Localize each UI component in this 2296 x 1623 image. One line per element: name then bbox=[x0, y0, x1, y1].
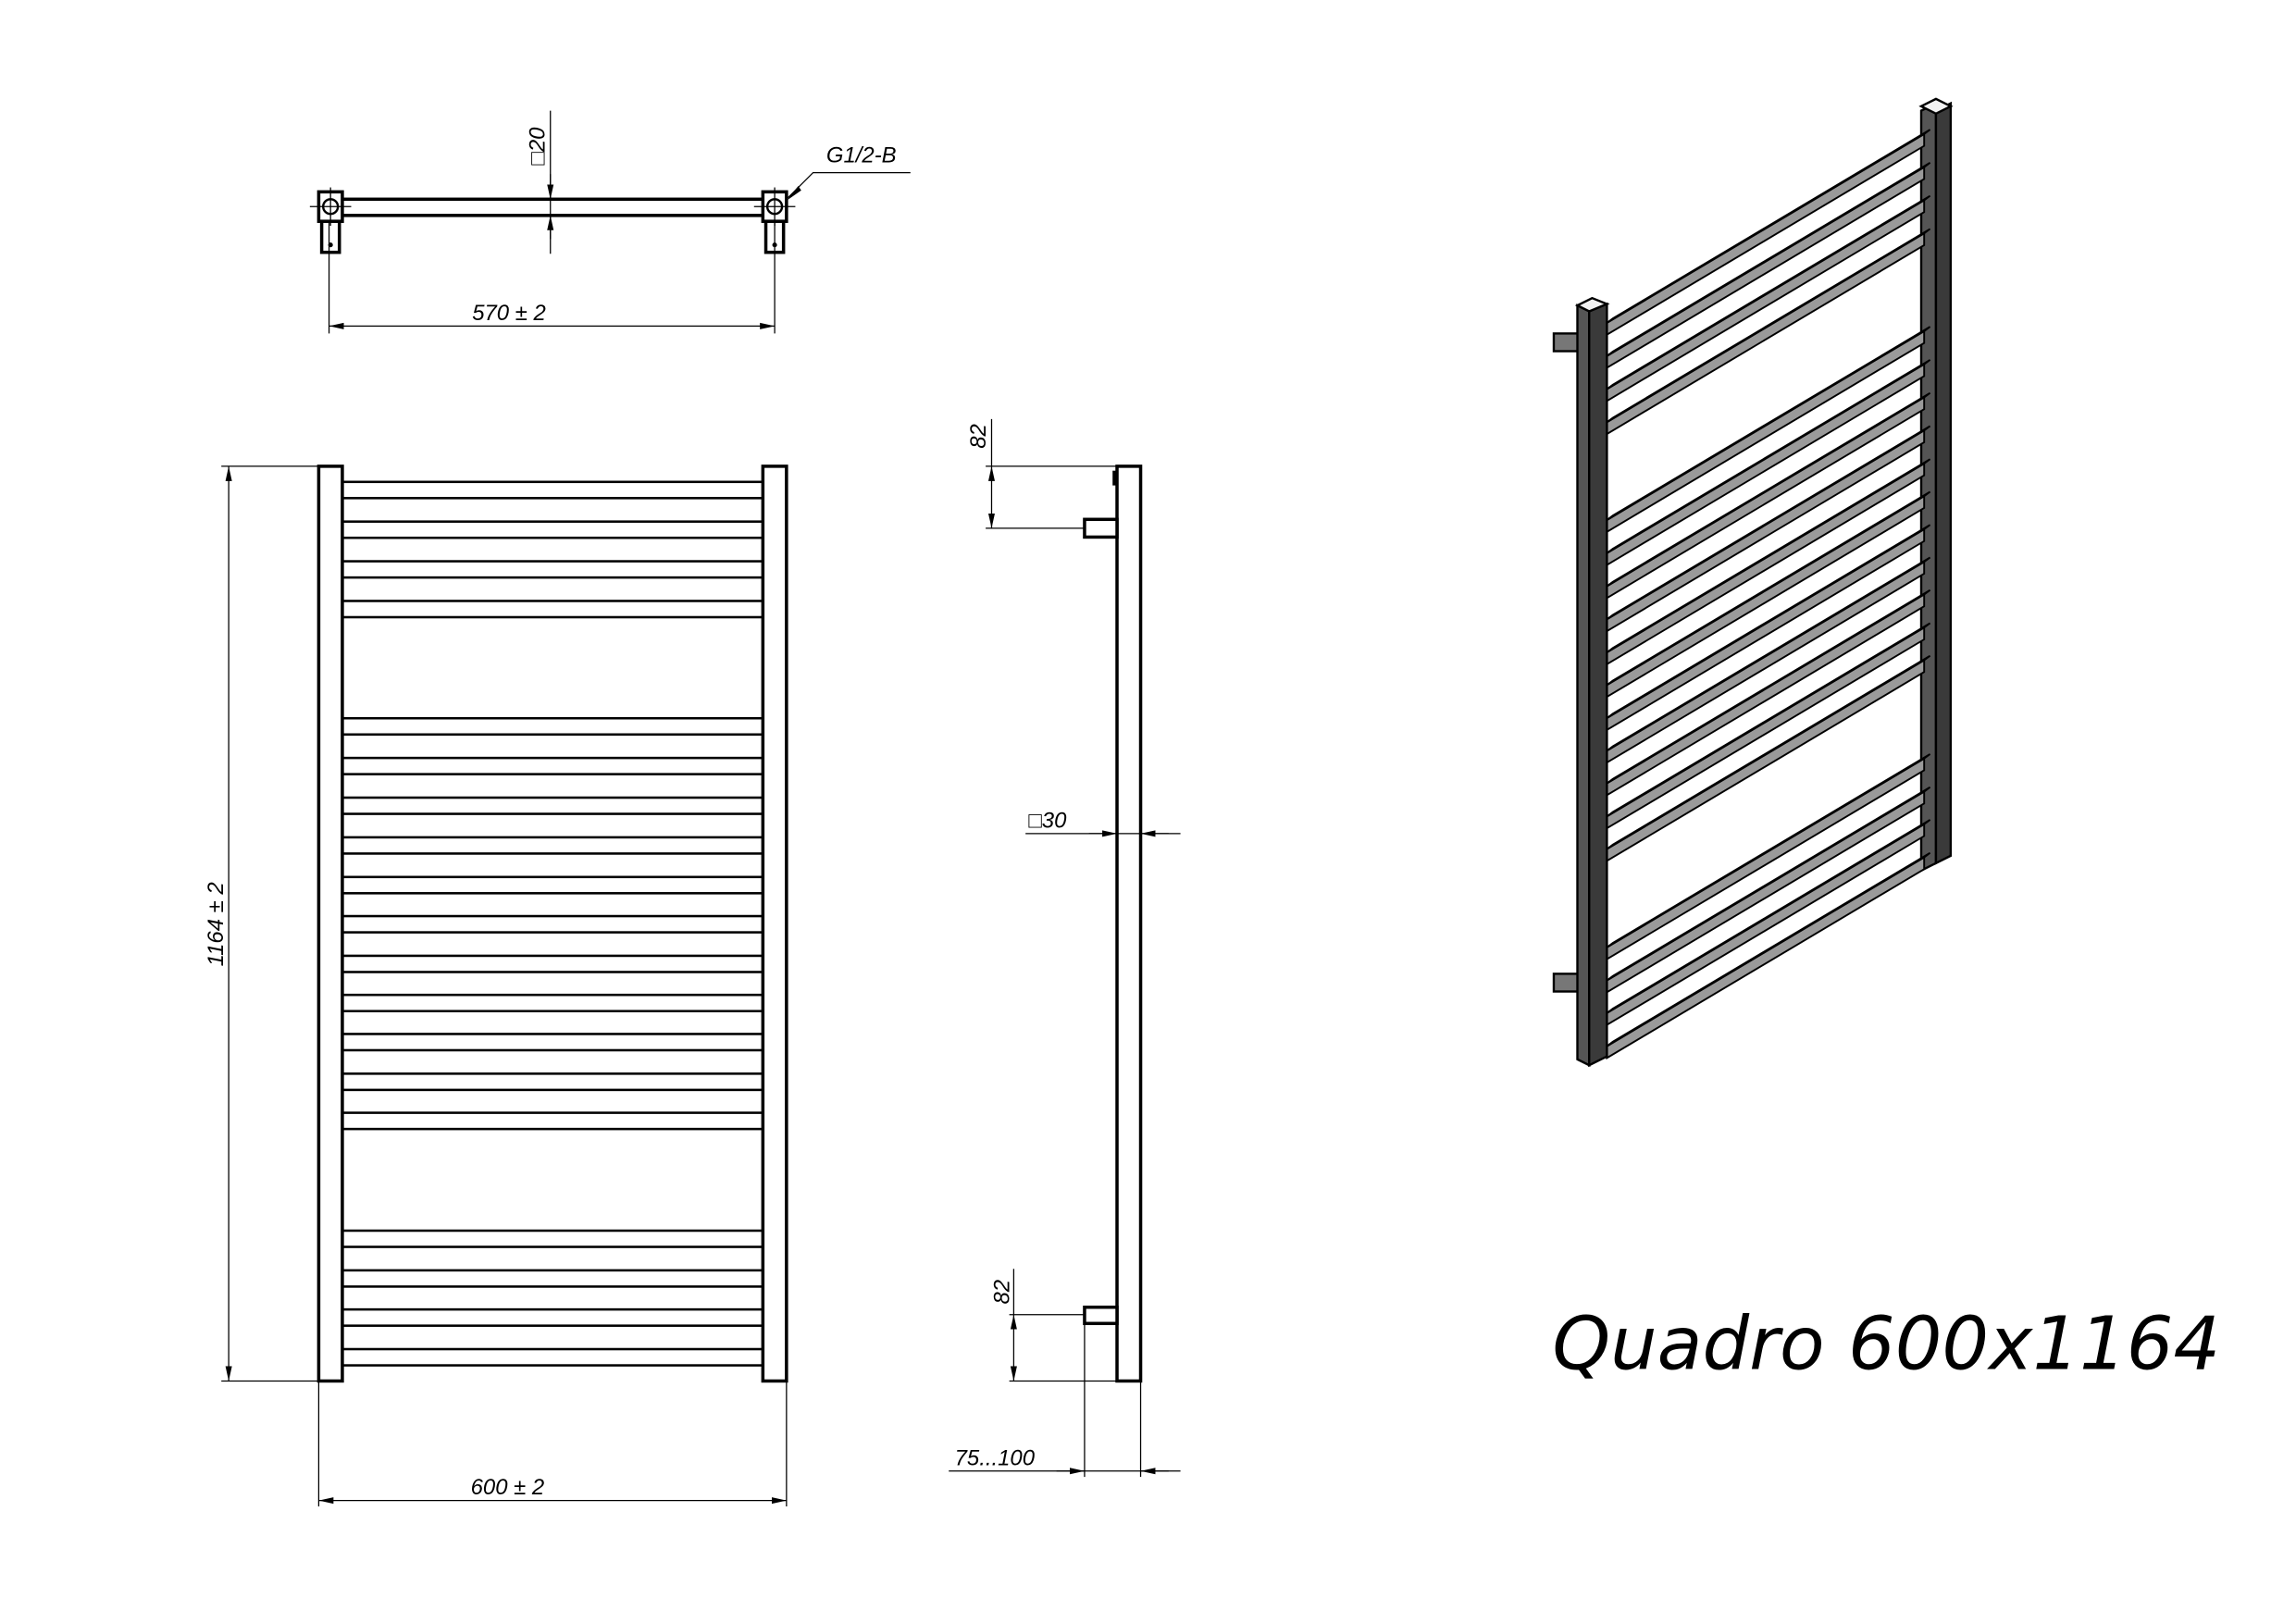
front-bar bbox=[341, 1111, 764, 1131]
front-bar bbox=[341, 796, 764, 815]
front-view: 1164 ± 2 600 ± 2 bbox=[204, 465, 788, 1506]
center-distance-label: 570 ± 2 bbox=[472, 301, 546, 326]
front-bar bbox=[341, 600, 764, 619]
height-label: 1164 ± 2 bbox=[204, 882, 229, 966]
iso-bar bbox=[1606, 425, 1931, 633]
iso-bar bbox=[1606, 391, 1931, 600]
front-bar bbox=[341, 875, 764, 895]
iso-bar bbox=[1606, 129, 1931, 337]
front-bar bbox=[341, 756, 764, 775]
top-view: □20 G1/2-B 570 ± 2 bbox=[309, 110, 911, 334]
front-bar bbox=[341, 480, 764, 500]
iso-right-post bbox=[1918, 97, 1954, 873]
iso-left-post bbox=[1574, 296, 1610, 1068]
front-bar bbox=[341, 954, 764, 973]
front-bar bbox=[341, 520, 764, 539]
front-bar bbox=[341, 914, 764, 934]
width-label: 600 ± 2 bbox=[471, 1475, 545, 1500]
front-bar bbox=[341, 1307, 764, 1327]
front-bar bbox=[341, 1269, 764, 1288]
isometric-view bbox=[1552, 97, 1954, 1068]
right-post bbox=[761, 465, 788, 1383]
front-bar bbox=[341, 1229, 764, 1248]
front-bars bbox=[341, 480, 764, 1367]
front-bar bbox=[341, 1072, 764, 1092]
top-wall-bracket bbox=[1083, 517, 1119, 539]
side-view: 82 82 □30 75...100 bbox=[949, 418, 1181, 1478]
side-post bbox=[1115, 465, 1143, 1383]
iso-bar bbox=[1606, 556, 1931, 764]
front-bar bbox=[341, 993, 764, 1013]
front-bar bbox=[341, 836, 764, 855]
iso-bar bbox=[1606, 654, 1931, 863]
post-size-label: □30 bbox=[1028, 809, 1067, 834]
front-bar bbox=[341, 716, 764, 737]
front-bar bbox=[341, 560, 764, 579]
model-title: Quadro 600x1164 bbox=[1552, 1301, 2220, 1387]
tube-size-label: □20 bbox=[525, 127, 550, 166]
left-connector bbox=[309, 187, 352, 254]
bottom-offset-label: 82 bbox=[990, 1280, 1015, 1305]
iso-bars bbox=[1606, 129, 1931, 1060]
wall-distance-label: 75...100 bbox=[955, 1445, 1036, 1470]
thread-label: G1/2-B bbox=[826, 142, 897, 167]
left-post bbox=[316, 465, 344, 1383]
iso-bar bbox=[1606, 588, 1931, 798]
iso-bar bbox=[1606, 490, 1931, 699]
iso-bar bbox=[1606, 228, 1931, 436]
iso-bar bbox=[1606, 194, 1931, 403]
bottom-wall-bracket bbox=[1083, 1305, 1119, 1326]
iso-bar bbox=[1606, 851, 1931, 1060]
front-bar bbox=[341, 1033, 764, 1052]
top-offset-label: 82 bbox=[966, 424, 991, 449]
front-bar bbox=[341, 1347, 764, 1367]
